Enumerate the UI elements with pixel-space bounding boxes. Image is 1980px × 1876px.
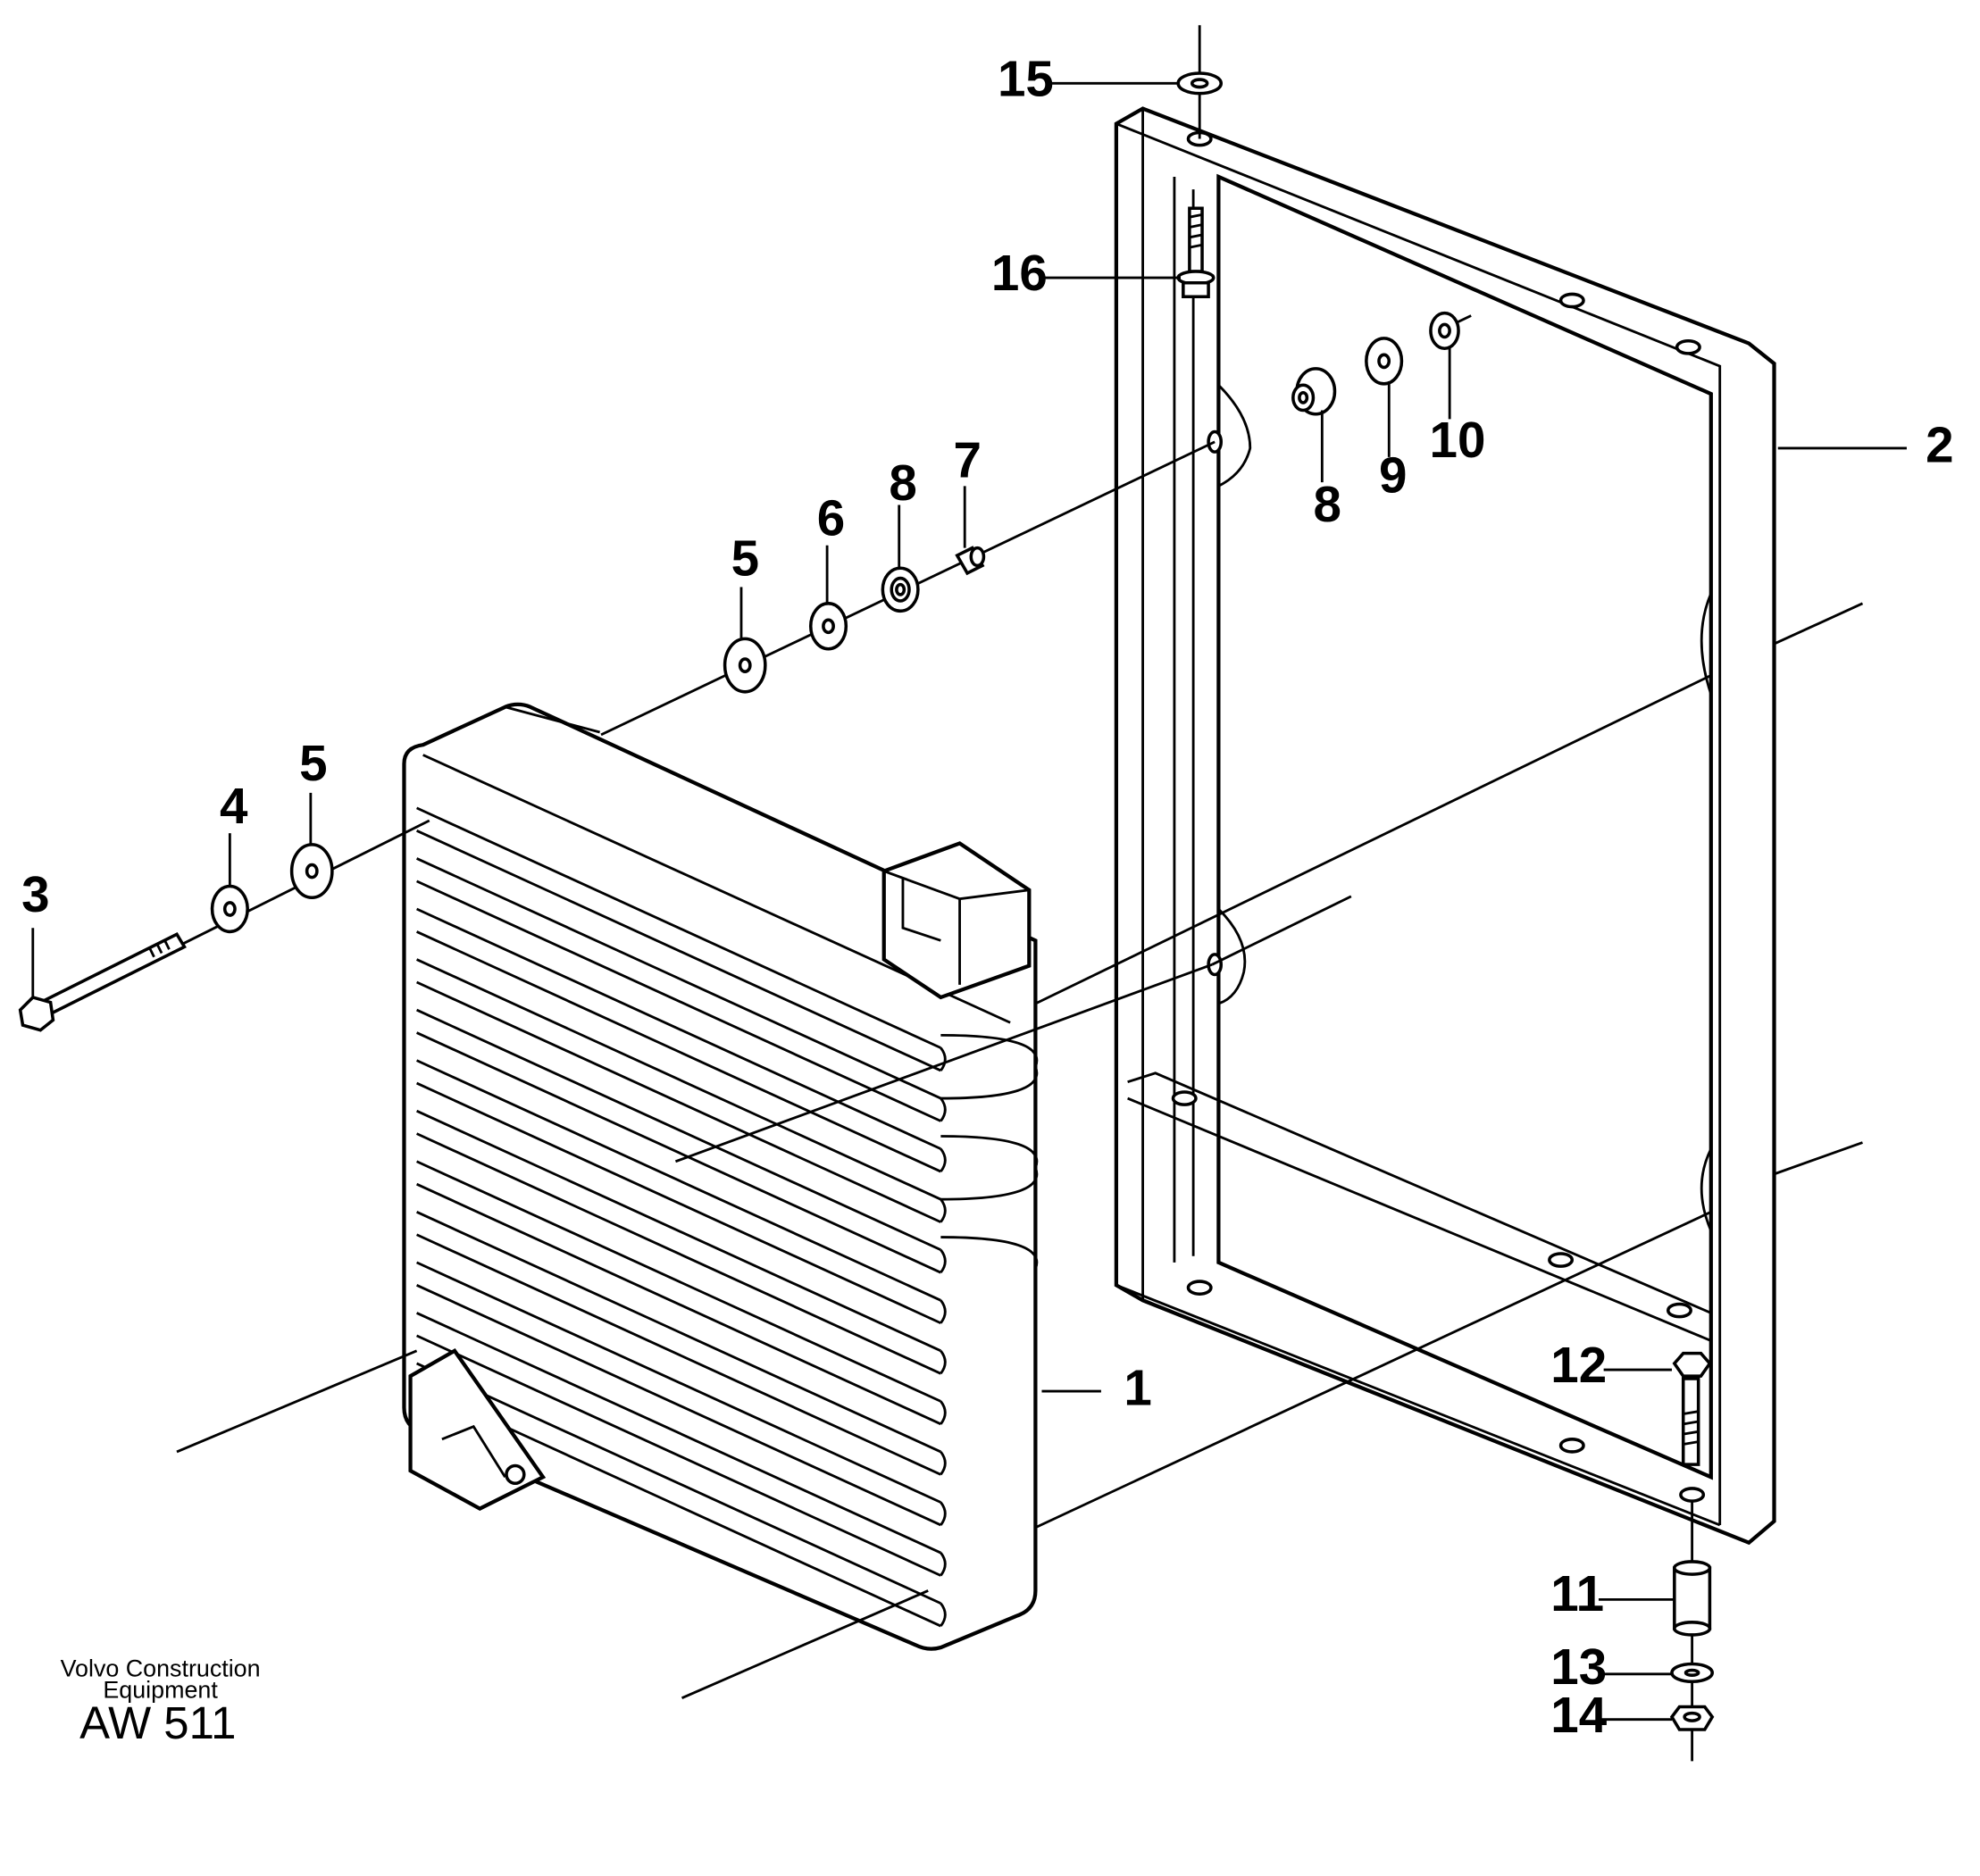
bolt-16 — [1176, 206, 1216, 299]
callout-8-front: 8 — [889, 454, 916, 511]
callout-7: 7 — [953, 431, 981, 488]
washer-13 — [1670, 1662, 1714, 1684]
illustration-code: AW 511 — [79, 1697, 236, 1748]
washer-5-lower — [289, 843, 334, 900]
rubber-bushing-8-front — [881, 566, 920, 613]
callout-2: 2 — [1926, 416, 1953, 472]
leader-lines — [31, 81, 1907, 1722]
washer-5-upper — [723, 637, 767, 694]
callout-13: 13 — [1550, 1638, 1607, 1695]
washer-6 — [808, 602, 848, 651]
callout-4: 4 — [220, 778, 248, 834]
spacer-11 — [1673, 1560, 1712, 1637]
nut-10 — [1429, 311, 1460, 350]
connector-top — [881, 841, 1032, 1000]
nut-14 — [1669, 1705, 1715, 1731]
callout-1: 1 — [1124, 1360, 1151, 1416]
spacer-sleeve-7 — [955, 546, 986, 576]
callout-5-upper: 5 — [731, 530, 759, 587]
callout-9: 9 — [1379, 446, 1407, 503]
callout-6: 6 — [817, 489, 845, 546]
callout-3: 3 — [21, 866, 49, 922]
callout-8-rear: 8 — [1313, 476, 1341, 532]
washer-4 — [210, 884, 249, 934]
control-unit-housing — [402, 702, 1039, 1651]
bolt-3 — [18, 931, 187, 1032]
callout-12: 12 — [1550, 1337, 1607, 1393]
washer-15 — [1176, 71, 1224, 96]
rubber-bushing-8-rear — [1291, 367, 1337, 416]
washer-9 — [1365, 337, 1404, 386]
publisher-credit: Volvo Construction Equipment AW 511 — [61, 1655, 261, 1748]
credit-line-1: Volvo Construction — [61, 1655, 261, 1682]
callout-11: 11 — [1550, 1565, 1604, 1622]
credit-line-2: Equipment — [103, 1677, 218, 1704]
bolt-12 — [1672, 1351, 1712, 1466]
mounting-frame — [1114, 106, 1776, 1546]
connector-bottom — [408, 1348, 547, 1511]
callout-15: 15 — [998, 50, 1054, 106]
callout-14: 14 — [1550, 1687, 1607, 1743]
callout-5-lower: 5 — [299, 735, 327, 791]
callout-10: 10 — [1430, 412, 1486, 468]
callout-16: 16 — [991, 245, 1048, 301]
